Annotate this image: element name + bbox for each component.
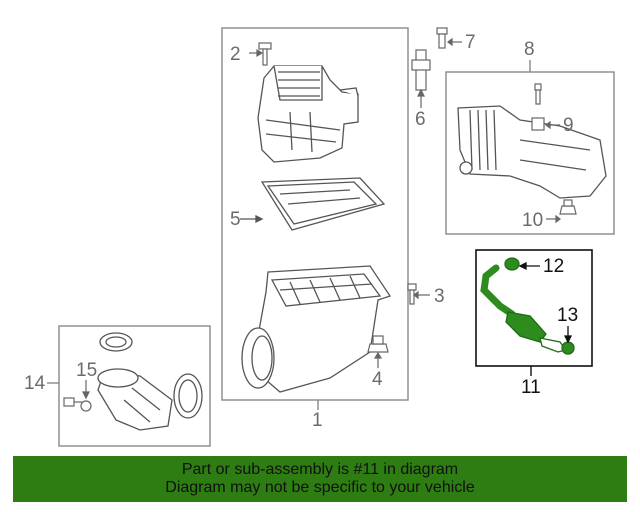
part-3-bolt	[407, 283, 430, 305]
callout-7: 7	[465, 32, 476, 53]
callout-8: 8	[524, 39, 535, 60]
callout-10: 10	[522, 210, 544, 231]
part-8-bolt	[534, 83, 542, 105]
part-8-duct	[457, 105, 607, 199]
info-banner: Part or sub-assembly is #11 in diagram D…	[13, 456, 627, 502]
callout-11: 11	[521, 377, 541, 398]
callout-3: 3	[434, 286, 445, 307]
part-13-arrow	[563, 326, 573, 344]
parts-diagram	[47, 27, 615, 447]
part-11-hose-assembly	[480, 257, 575, 355]
part-12-arrow	[518, 261, 540, 271]
callout-14: 14	[24, 373, 46, 394]
banner-line-2: Diagram may not be specific to your vehi…	[165, 479, 475, 496]
part-1-airbox-lower	[241, 265, 392, 393]
part-4-grommet	[367, 335, 389, 368]
part-1-airbox-cover	[257, 65, 359, 163]
callout-1: 1	[312, 410, 323, 431]
callout-6: 6	[415, 109, 426, 130]
banner-line-1: Part or sub-assembly is #11 in diagram	[181, 461, 459, 478]
callout-15: 15	[76, 360, 98, 381]
part-2-bolt	[249, 42, 272, 66]
callout-5: 5	[230, 209, 241, 230]
group-box-11	[475, 249, 593, 367]
group-box-14	[58, 325, 211, 447]
part-7-screw	[436, 27, 462, 49]
part-6-sensor	[411, 49, 431, 108]
part-15-clamp	[63, 380, 92, 412]
part-14-inlet-tube	[97, 332, 203, 431]
part-10-nut	[546, 199, 577, 224]
part-5-filter	[240, 177, 386, 231]
part-9-clip	[531, 117, 560, 131]
callout-4: 4	[372, 369, 383, 390]
callout-2: 2	[230, 44, 241, 65]
group-box-1	[221, 27, 409, 401]
callout-9: 9	[563, 115, 574, 136]
callout-12: 12	[543, 256, 565, 277]
callout-13: 13	[557, 305, 579, 326]
